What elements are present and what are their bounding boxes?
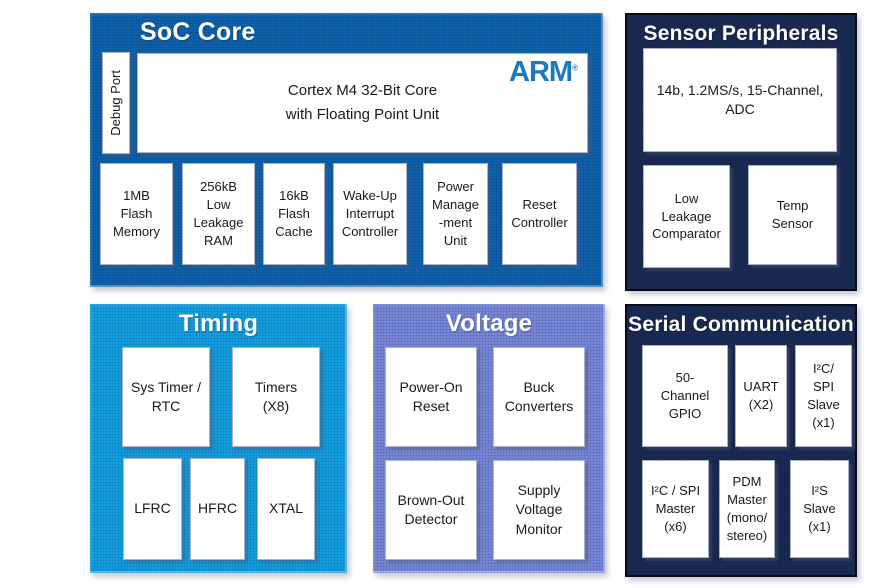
arm-trademark-mark: ® <box>572 63 578 73</box>
timing-block: Timing Sys Timer / RTC Timers (X8) LFRC … <box>90 304 347 573</box>
module-xtal: XTAL <box>257 458 315 560</box>
serial-communication-block: Serial Communication 50- Channel GPIO UA… <box>625 304 857 577</box>
sensor-peripherals-title: Sensor Peripherals <box>643 22 839 45</box>
module-timers-x8: Timers (X8) <box>232 347 320 447</box>
module-sys-timer-rtc: Sys Timer / RTC <box>122 347 210 447</box>
module-pdm-master: PDM Master (mono/ stereo) <box>719 460 775 558</box>
arm-logo: ARM® <box>509 52 578 92</box>
arm-logo-text: ARM <box>509 56 573 88</box>
voltage-block: Voltage Power-On Reset Buck Converters B… <box>373 304 605 573</box>
module-brown-out-detector: Brown-Out Detector <box>385 460 477 560</box>
module-i2s-slave: I²S Slave (x1) <box>790 460 849 558</box>
module-wakeup-interrupt-controller: Wake-Up Interrupt Controller <box>333 163 407 265</box>
module-temp-sensor: Temp Sensor <box>748 165 837 265</box>
module-256kb-low-leakage-ram: 256kB Low Leakage RAM <box>182 163 255 265</box>
sensor-peripherals-block: Sensor Peripherals 14b, 1.2MS/s, 15-Chan… <box>625 13 857 291</box>
soc-core-title: SoC Core <box>140 18 256 46</box>
module-low-leakage-comparator: Low Leakage Comparator <box>643 165 730 268</box>
module-power-management-unit: Power Manage -ment Unit <box>423 163 488 265</box>
module-supply-voltage-monitor: Supply Voltage Monitor <box>493 460 585 560</box>
module-i2c-spi-master: I²C / SPI Master (x6) <box>642 460 709 558</box>
cortex-m4-core-label: Cortex M4 32-Bit Core with Floating Poin… <box>285 82 440 123</box>
module-buck-converters: Buck Converters <box>493 347 585 447</box>
cortex-m4-core-box: ARM® Cortex M4 32-Bit Core with Floating… <box>137 53 588 153</box>
module-reset-controller: Reset Controller <box>502 163 577 265</box>
module-i2c-spi-slave: I²C/ SPI Slave (x1) <box>795 345 852 447</box>
voltage-title: Voltage <box>445 310 533 337</box>
module-hfrc: HFRC <box>190 458 245 560</box>
debug-port-label: Debug Port <box>108 70 124 136</box>
module-1mb-flash-memory: 1MB Flash Memory <box>100 163 173 265</box>
timing-title: Timing <box>178 310 259 337</box>
module-adc: 14b, 1.2MS/s, 15-Channel, ADC <box>643 48 837 152</box>
soc-core-block: SoC Core Debug Port ARM® Cortex M4 32-Bi… <box>90 13 603 287</box>
debug-port-box: Debug Port <box>102 52 130 154</box>
module-16kb-flash-cache: 16kB Flash Cache <box>263 163 325 265</box>
module-lfrc: LFRC <box>123 458 182 560</box>
module-50-channel-gpio: 50- Channel GPIO <box>642 345 728 447</box>
serial-communication-title: Serial Communication <box>628 313 854 336</box>
module-uart-x2: UART (X2) <box>735 345 787 447</box>
module-power-on-reset: Power-On Reset <box>385 347 477 447</box>
